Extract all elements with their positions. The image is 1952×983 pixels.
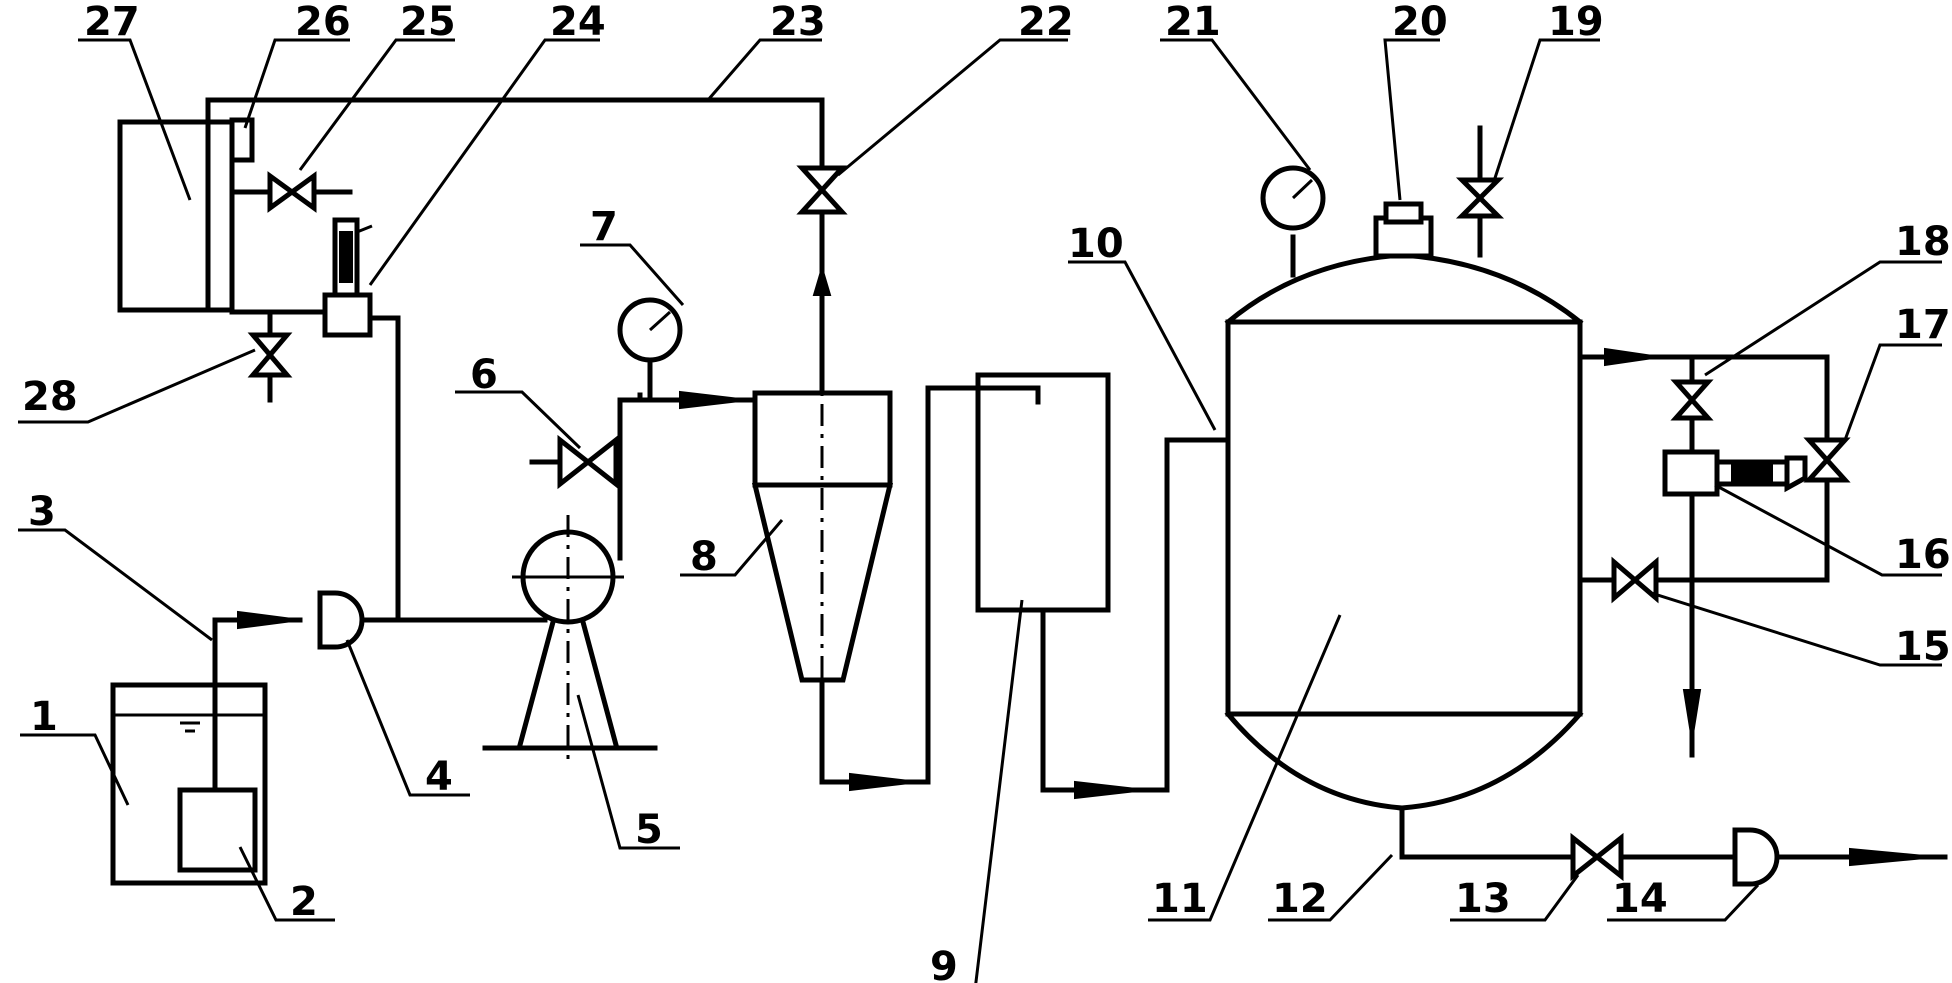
- solenoid-valve-24: [322, 217, 373, 338]
- safety-valve-20: [1373, 201, 1434, 259]
- strainer-14: [1732, 827, 1780, 887]
- label-18: 18: [1895, 219, 1951, 265]
- label-14: 14: [1612, 876, 1668, 922]
- label-10: 10: [1068, 221, 1124, 267]
- label-26: 26: [295, 0, 351, 45]
- label-28: 28: [22, 374, 78, 420]
- label-6: 6: [470, 352, 498, 398]
- centrifugal-pump-5: [482, 515, 658, 760]
- label-1: 1: [30, 694, 58, 740]
- label-24: 24: [550, 0, 606, 45]
- label-8: 8: [690, 534, 718, 580]
- label-25: 25: [400, 0, 456, 45]
- valve-13: [1570, 832, 1624, 882]
- label-27: 27: [84, 0, 140, 45]
- flow-arrow: [237, 610, 301, 630]
- submersible-pump-2: [177, 787, 258, 873]
- label-4: 4: [425, 754, 453, 800]
- label-13: 13: [1455, 876, 1511, 922]
- valve-25: [267, 171, 317, 213]
- valve-22: [796, 165, 848, 215]
- label-21: 21: [1165, 0, 1221, 45]
- valve-28: [247, 332, 293, 378]
- label-17: 17: [1895, 302, 1951, 348]
- label-11: 11: [1152, 876, 1208, 922]
- label-7: 7: [590, 204, 618, 250]
- label-9: 9: [930, 944, 958, 983]
- label-5: 5: [635, 807, 663, 853]
- strainer-4: [317, 590, 365, 650]
- label-15: 15: [1895, 624, 1951, 670]
- tank-27: [117, 119, 235, 313]
- label-12: 12: [1272, 876, 1328, 922]
- valve-15: [1611, 556, 1659, 604]
- valve-17: [1803, 437, 1851, 483]
- pressure-vessel-11: [1224, 252, 1584, 811]
- label-19: 19: [1548, 0, 1604, 45]
- label-16: 16: [1895, 532, 1951, 578]
- leader-lines: [18, 38, 1942, 983]
- label-2: 2: [290, 879, 318, 925]
- label-3: 3: [28, 489, 56, 535]
- control-valve-16: [1662, 449, 1808, 497]
- valve-18: [1670, 379, 1714, 421]
- label-22: 22: [1018, 0, 1074, 45]
- valve-6: [557, 434, 619, 490]
- level-switch-26: [229, 117, 255, 163]
- vent-valve-19: [1455, 177, 1505, 219]
- filter-9: [975, 372, 1111, 613]
- label-20: 20: [1392, 0, 1448, 45]
- tank-1: [110, 682, 268, 886]
- label-23: 23: [770, 0, 826, 45]
